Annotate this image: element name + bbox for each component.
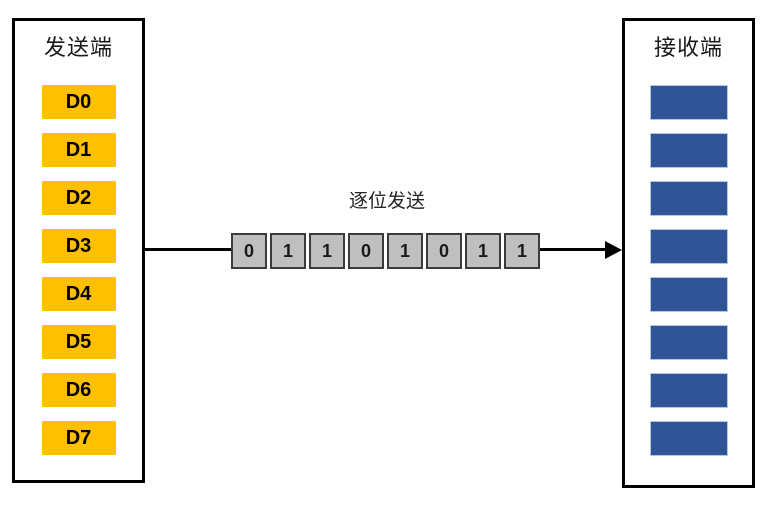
- receiver-slot: [649, 277, 728, 312]
- transmission-line-left: [145, 248, 231, 251]
- receiver-slot: [649, 85, 728, 120]
- receiver-slot: [649, 133, 728, 168]
- sender-data-item: D4: [41, 277, 116, 311]
- bit-cell: 1: [387, 233, 423, 269]
- sender-data-item: D3: [41, 229, 116, 263]
- receiver-slot: [649, 373, 728, 408]
- receiver-slot: [649, 181, 728, 216]
- bit-cell: 0: [231, 233, 267, 269]
- receiver-slot: [649, 229, 728, 264]
- sender-data-item: D2: [41, 181, 116, 215]
- sender-data-item: D7: [41, 421, 116, 455]
- bit-cell: 1: [504, 233, 540, 269]
- receiver-slot: [649, 421, 728, 456]
- bit-cell: 1: [309, 233, 345, 269]
- transmission-line-right: [540, 248, 607, 251]
- receiver-title: 接收端: [653, 35, 723, 60]
- bit-stream: 0 1 1 0 1 0 1 1: [231, 233, 540, 269]
- sender-data-item: D1: [41, 133, 116, 167]
- bit-cell: 0: [426, 233, 462, 269]
- channel-label: 逐位发送: [348, 191, 425, 212]
- sender-data-item: D5: [41, 325, 116, 359]
- sender-data-item: D6: [41, 373, 116, 407]
- sender-data-item: D0: [41, 85, 116, 119]
- bit-cell: 0: [348, 233, 384, 269]
- receiver-slot: [649, 325, 728, 360]
- bit-cell: 1: [465, 233, 501, 269]
- receiver-slot-list: [649, 85, 728, 456]
- receiver-panel: 接收端: [622, 18, 755, 488]
- sender-item-list: D0 D1 D2 D3 D4 D5 D6 D7: [41, 85, 116, 455]
- bit-cell: 1: [270, 233, 306, 269]
- arrowhead-right-icon: [605, 241, 622, 259]
- sender-title: 发送端: [43, 35, 113, 60]
- sender-panel: 发送端 D0 D1 D2 D3 D4 D5 D6 D7: [12, 18, 145, 483]
